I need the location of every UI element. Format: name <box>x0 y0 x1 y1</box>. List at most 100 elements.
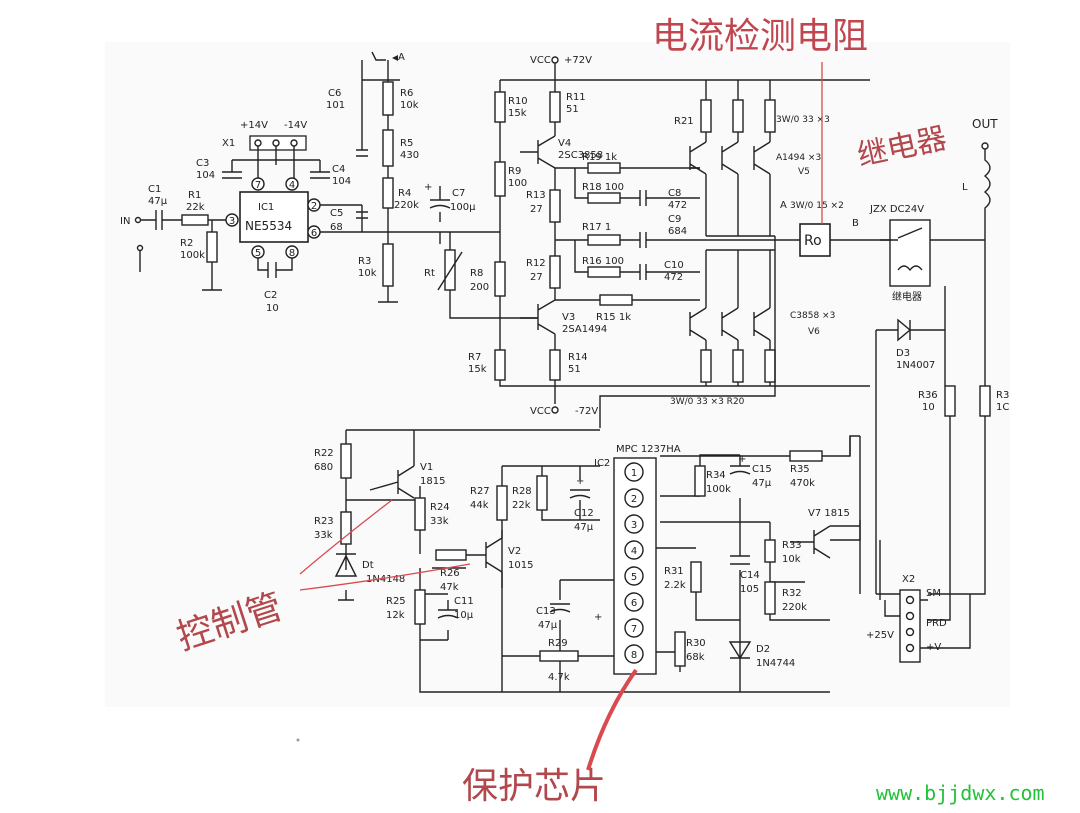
c8-label: C8 <box>668 188 681 199</box>
c15-label: C15 <box>752 464 772 475</box>
ic1-pin-2-label: 2 <box>311 201 317 212</box>
d2-part: 1N4744 <box>756 658 795 669</box>
c3-label: C3 <box>196 158 209 169</box>
ic2-pin-4 <box>624 540 644 560</box>
v2-symbol <box>466 530 503 588</box>
r24-symbol <box>414 497 426 531</box>
r37-symbol <box>979 385 991 417</box>
r29-symbol <box>539 650 579 662</box>
r14-value: 51 <box>568 364 581 375</box>
v3-label: V3 <box>562 312 575 323</box>
d1-part: 1N4148 <box>366 574 405 585</box>
r10-symbol <box>494 91 506 123</box>
r34-symbol <box>694 465 706 497</box>
d2-label: D2 <box>756 644 770 655</box>
annotation-current-sense-resistor: 电流检测电阻 <box>652 16 868 57</box>
v6-label: V6 <box>808 327 820 337</box>
r18-symbol <box>587 192 621 204</box>
r8-value: 200 <box>470 282 489 293</box>
r37-value: 1C <box>996 402 1009 413</box>
c6-value: 101 <box>326 100 345 111</box>
r22-label: R22 <box>314 448 334 459</box>
feedback-network: A C6 101 C5 68 R6 10k R5 430 R4 220k + C… <box>320 51 538 319</box>
control-tube-pointer-2 <box>299 563 471 591</box>
vcc-pos-terminal <box>551 56 559 64</box>
v2-part: 1015 <box>508 560 533 571</box>
protection-chip-pointer <box>586 668 638 771</box>
vcc-neg-terminal <box>551 406 559 414</box>
rt-label: Rt <box>424 268 435 279</box>
r26-label: R26 <box>440 568 460 579</box>
r28-value: 22k <box>512 500 531 511</box>
ic2-pin-7 <box>624 618 644 638</box>
ro-spec: 3W/0 15 ×2 <box>790 201 844 211</box>
r24-label: R24 <box>430 502 450 513</box>
inductor-label: L <box>962 182 968 193</box>
driver-cross-wires <box>555 167 775 301</box>
r21-spec: 3W/0 33 ×3 <box>776 115 830 125</box>
v5-transistors <box>689 141 775 237</box>
c5-symbol <box>356 211 368 219</box>
ro-resistor <box>799 223 831 257</box>
r14-symbol <box>549 349 561 381</box>
x2-pin-1 <box>905 595 915 605</box>
r2-wires <box>202 220 222 291</box>
r17-symbol <box>587 234 621 246</box>
d3-symbol <box>875 286 946 594</box>
r16-label: R16 100 <box>582 256 624 267</box>
r32-value: 220k <box>782 602 807 613</box>
r12-value: 27 <box>530 272 543 283</box>
r5-symbol <box>382 129 394 167</box>
ic1-pin-6-label: 6 <box>311 228 317 239</box>
r3-symbol <box>382 243 394 287</box>
r32-label: R32 <box>782 588 802 599</box>
r20-spec: 3W/0 33 ×3 R20 <box>670 397 745 407</box>
c7-symbol <box>429 199 451 209</box>
r28-label: R28 <box>512 486 532 497</box>
r34-label: R34 <box>706 470 726 481</box>
ic2-pin-1 <box>624 462 644 482</box>
r23-value: 33k <box>314 530 333 541</box>
c5-label: C5 <box>330 208 343 219</box>
rt-arrow <box>437 251 463 291</box>
ic2-pin-4-label: 4 <box>631 546 637 557</box>
v6-transistors <box>689 249 775 341</box>
ic2-pin-5-label: 5 <box>631 572 637 583</box>
d3-label: D3 <box>896 348 910 359</box>
c7-plus: + <box>424 182 432 193</box>
node-a-label: A <box>780 200 787 211</box>
r8-label: R8 <box>470 268 483 279</box>
r6-symbol <box>382 81 394 116</box>
in-label: IN <box>120 216 130 227</box>
v1-part: 1815 <box>420 476 445 487</box>
ic2-pin-1-label: 1 <box>631 468 637 479</box>
v2-label: V2 <box>508 546 521 557</box>
c15-symbol <box>729 465 751 475</box>
r4-value: 220k <box>394 200 419 211</box>
c15-value: 47μ <box>752 478 772 489</box>
r23-label: R23 <box>314 516 334 527</box>
r34-value: 100k <box>706 484 731 495</box>
ic1-pin-8-label: 8 <box>289 248 295 259</box>
watermark-text: www.bjjdwx.com <box>876 781 1045 805</box>
v72-pos-label: +72V <box>564 55 592 66</box>
r20b-symbol <box>732 349 744 383</box>
c1-value: 47μ <box>148 196 168 207</box>
r12-symbol <box>549 255 561 289</box>
r19-symbol <box>587 162 621 174</box>
r7-symbol <box>494 349 506 381</box>
r6-value: 10k <box>400 100 419 111</box>
c15-plus: + <box>738 454 746 465</box>
scan-speck <box>296 738 300 742</box>
r20c-symbol <box>764 349 776 383</box>
r15-label: R15 1k <box>596 312 631 323</box>
x1-plus14: +14V <box>240 120 268 131</box>
in-terminal <box>134 216 142 224</box>
r10-label: R10 <box>508 96 528 107</box>
relay-contacts <box>880 227 923 272</box>
c3-c4-symbols <box>222 171 330 179</box>
x2-pin-2 <box>905 611 915 621</box>
r9-value: 100 <box>508 178 527 189</box>
d1-label: Dt <box>362 560 374 571</box>
d1-symbol <box>334 553 358 577</box>
